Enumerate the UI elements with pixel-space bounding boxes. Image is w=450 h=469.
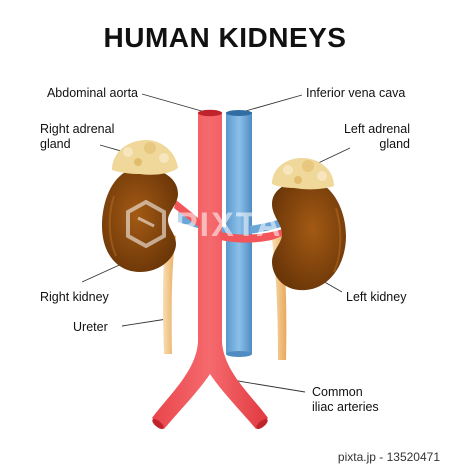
label-inferior-vena-cava: Inferior vena cava xyxy=(306,86,406,100)
abdominal-aorta-shape xyxy=(152,109,268,430)
label-left-adrenal-line1: Left adrenal xyxy=(343,122,410,136)
label-abdominal-aorta: Abdominal aorta xyxy=(46,86,138,100)
label-left-adrenal-line2: gland xyxy=(379,137,410,151)
diagram-title: HUMAN KIDNEYS xyxy=(103,22,347,53)
leader-lines xyxy=(81,93,351,393)
left-kidney-shape xyxy=(272,179,346,291)
label-right-adrenal-line2: gland xyxy=(40,137,71,151)
label-common-iliac-line2: iliac arteries xyxy=(312,400,379,414)
left-adrenal-gland-shape xyxy=(272,158,334,190)
label-right-adrenal-line1: Right adrenal xyxy=(40,122,115,136)
label-left-kidney: Left kidney xyxy=(346,290,407,304)
label-common-iliac-line1: Common xyxy=(312,385,363,399)
leader-left-adrenal xyxy=(313,147,351,166)
leader-abdominal-aorta xyxy=(141,93,206,113)
leader-inferior-vena-cava xyxy=(241,94,303,113)
leader-common-iliac xyxy=(231,379,306,393)
leader-right-kidney xyxy=(81,261,127,283)
right-adrenal-gland-shape xyxy=(112,140,178,175)
renal-arteries xyxy=(174,200,286,243)
footer-id: 13520471 xyxy=(386,450,440,464)
inferior-vena-cava-shape xyxy=(226,110,252,357)
watermark-text: PIXTA xyxy=(175,206,283,244)
leader-ureter xyxy=(121,318,168,327)
footer-brand: pixta.jp xyxy=(337,450,376,464)
ureters xyxy=(162,232,287,360)
footer-separator: - xyxy=(379,450,384,464)
footer-credit: pixta.jp - 13520471 xyxy=(338,450,440,464)
watermark-logo: PIXTA xyxy=(126,199,283,249)
label-ureter: Ureter xyxy=(73,320,108,334)
label-right-kidney: Right kidney xyxy=(40,290,109,304)
